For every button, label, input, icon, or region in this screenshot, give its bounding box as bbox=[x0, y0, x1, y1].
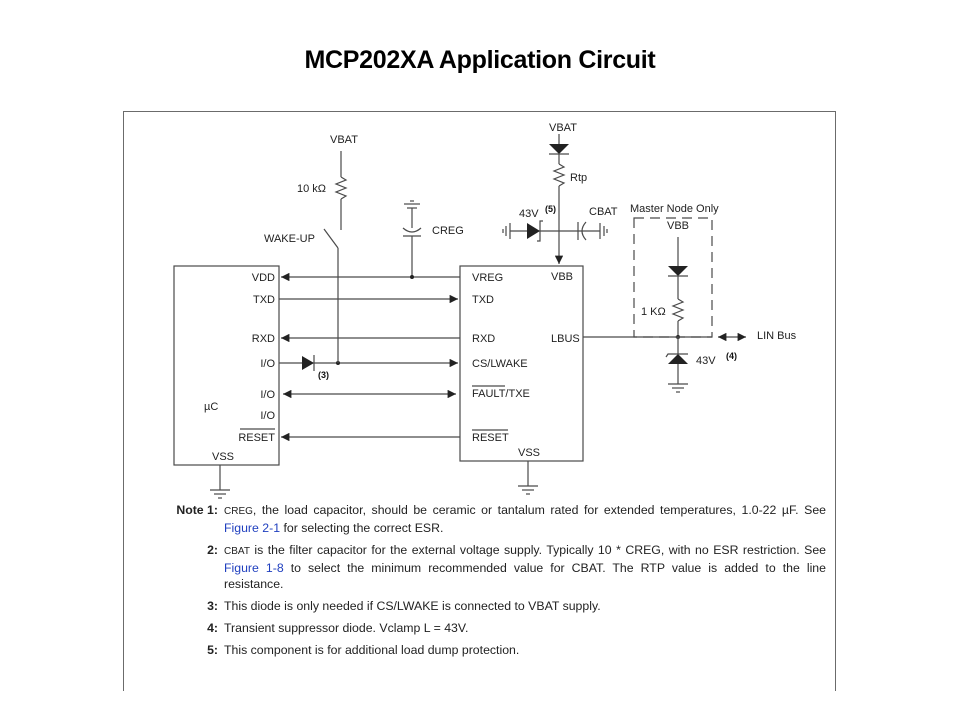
uc-vss: VSS bbox=[212, 451, 234, 463]
resistor-rtp-icon bbox=[552, 163, 566, 187]
vbb-master-label: VBB bbox=[667, 220, 689, 232]
xcvr-pin-vreg: VREG bbox=[472, 272, 503, 284]
uc-pin-io-1: I/O bbox=[260, 358, 275, 370]
note-body: , the load capacitor, should be ceramic … bbox=[252, 503, 826, 517]
uc-pin-io-3: I/O bbox=[260, 410, 275, 422]
notes-section: Note 1: CREG, the load capacitor, should… bbox=[166, 502, 826, 664]
figure-frame bbox=[123, 111, 836, 691]
note-symbol: CREG bbox=[224, 506, 253, 517]
note-body: to select the minimum recommended value … bbox=[224, 561, 826, 591]
uc-pin-rxd: RXD bbox=[252, 333, 275, 345]
note-1: Note 1: CREG, the load capacitor, should… bbox=[166, 502, 826, 536]
xcvr-pin-rxd: RXD bbox=[472, 333, 495, 345]
note-4: 4: Transient suppressor diode. Vclamp L … bbox=[166, 620, 826, 636]
cbat-label: CBAT bbox=[589, 206, 618, 218]
xcvr-vss: VSS bbox=[518, 447, 540, 459]
diode-icon bbox=[302, 355, 315, 371]
resistor-1k-label: 1 KΩ bbox=[641, 306, 666, 318]
note-number: 2: bbox=[207, 543, 218, 557]
note-2: 2: CBAT is the filter capacitor for the … bbox=[166, 542, 826, 592]
note-number: 5: bbox=[207, 643, 218, 657]
note5-ref: (5) bbox=[545, 204, 556, 214]
figure-2-1-link[interactable]: Figure 2-1 bbox=[224, 521, 281, 535]
transceiver-block bbox=[459, 265, 584, 462]
master-node-box bbox=[633, 217, 713, 338]
note-5: 5: This component is for additional load… bbox=[166, 642, 826, 658]
ground-icon bbox=[668, 383, 688, 393]
master-node-only-label: Master Node Only bbox=[630, 203, 719, 215]
diode-icon bbox=[668, 266, 688, 277]
vbat-left-label: VBAT bbox=[330, 134, 358, 146]
tvs-43v-top-label: 43V bbox=[519, 208, 539, 220]
junction-dot bbox=[410, 275, 414, 279]
xcvr-pin-lbus: LBUS bbox=[551, 333, 580, 345]
note-body: for selecting the correct ESR. bbox=[280, 521, 444, 535]
uc-pin-io-2: I/O bbox=[260, 389, 275, 401]
figure-1-8-link[interactable]: Figure 1-8 bbox=[224, 561, 284, 575]
ground-icon bbox=[518, 485, 538, 495]
ground-icon bbox=[502, 223, 511, 239]
lin-bus-label: LIN Bus bbox=[757, 330, 797, 342]
wake-up-label: WAKE-UP bbox=[264, 233, 315, 245]
note-number: 3: bbox=[207, 599, 218, 613]
microcontroller-block bbox=[173, 265, 280, 466]
uc-pin-reset: RESET bbox=[238, 432, 275, 444]
note-text: Transient suppressor diode. Vclamp L = 4… bbox=[224, 621, 469, 635]
ground-icon bbox=[210, 489, 230, 499]
uc-name: µC bbox=[204, 401, 218, 413]
xcvr-pin-reset: RESET bbox=[472, 432, 509, 444]
xcvr-pin-vbb: VBB bbox=[551, 271, 573, 283]
note-3: 3: This diode is only needed if CS/LWAKE… bbox=[166, 598, 826, 614]
note-number: Note 1: bbox=[176, 503, 218, 517]
note4-ref: (4) bbox=[726, 351, 737, 361]
vbat-top-label: VBAT bbox=[549, 122, 577, 134]
tvs-diode-icon bbox=[665, 353, 688, 364]
note-number: 4: bbox=[207, 621, 218, 635]
note-text: This component is for additional load du… bbox=[224, 643, 520, 657]
note-text: CREG, the load capacitor, should be cera… bbox=[224, 502, 826, 536]
creg-capacitor-icon bbox=[402, 200, 422, 277]
note-text: This diode is only needed if CS/LWAKE is… bbox=[224, 599, 601, 613]
tvs-diode-icon bbox=[527, 220, 543, 242]
note-symbol: CBAT bbox=[224, 546, 250, 557]
xcvr-pin-fault-txe: FAULT/TXE bbox=[472, 388, 530, 400]
note-text: CBAT is the filter capacitor for the ext… bbox=[224, 542, 826, 592]
note3-ref: (3) bbox=[318, 370, 329, 380]
resistor-10k-label: 10 kΩ bbox=[297, 183, 326, 195]
rtp-label: Rtp bbox=[570, 172, 587, 184]
note-body: is the filter capacitor for the external… bbox=[249, 543, 826, 557]
resistor-10k-icon bbox=[334, 176, 348, 200]
resistor-1k-icon bbox=[671, 298, 685, 322]
cbat-capacitor-icon bbox=[577, 221, 608, 241]
uc-pin-vdd: VDD bbox=[252, 272, 275, 284]
xcvr-pin-txd: TXD bbox=[472, 294, 494, 306]
diode-icon bbox=[549, 144, 569, 155]
tvs-43v-bus-label: 43V bbox=[696, 355, 716, 367]
creg-label: CREG bbox=[432, 225, 464, 237]
wake-up-switch-icon bbox=[323, 228, 339, 249]
uc-pin-txd: TXD bbox=[253, 294, 275, 306]
xcvr-pin-cs-lwake: CS/LWAKE bbox=[472, 358, 528, 370]
slide-title: MCP202XA Application Circuit bbox=[304, 46, 656, 74]
